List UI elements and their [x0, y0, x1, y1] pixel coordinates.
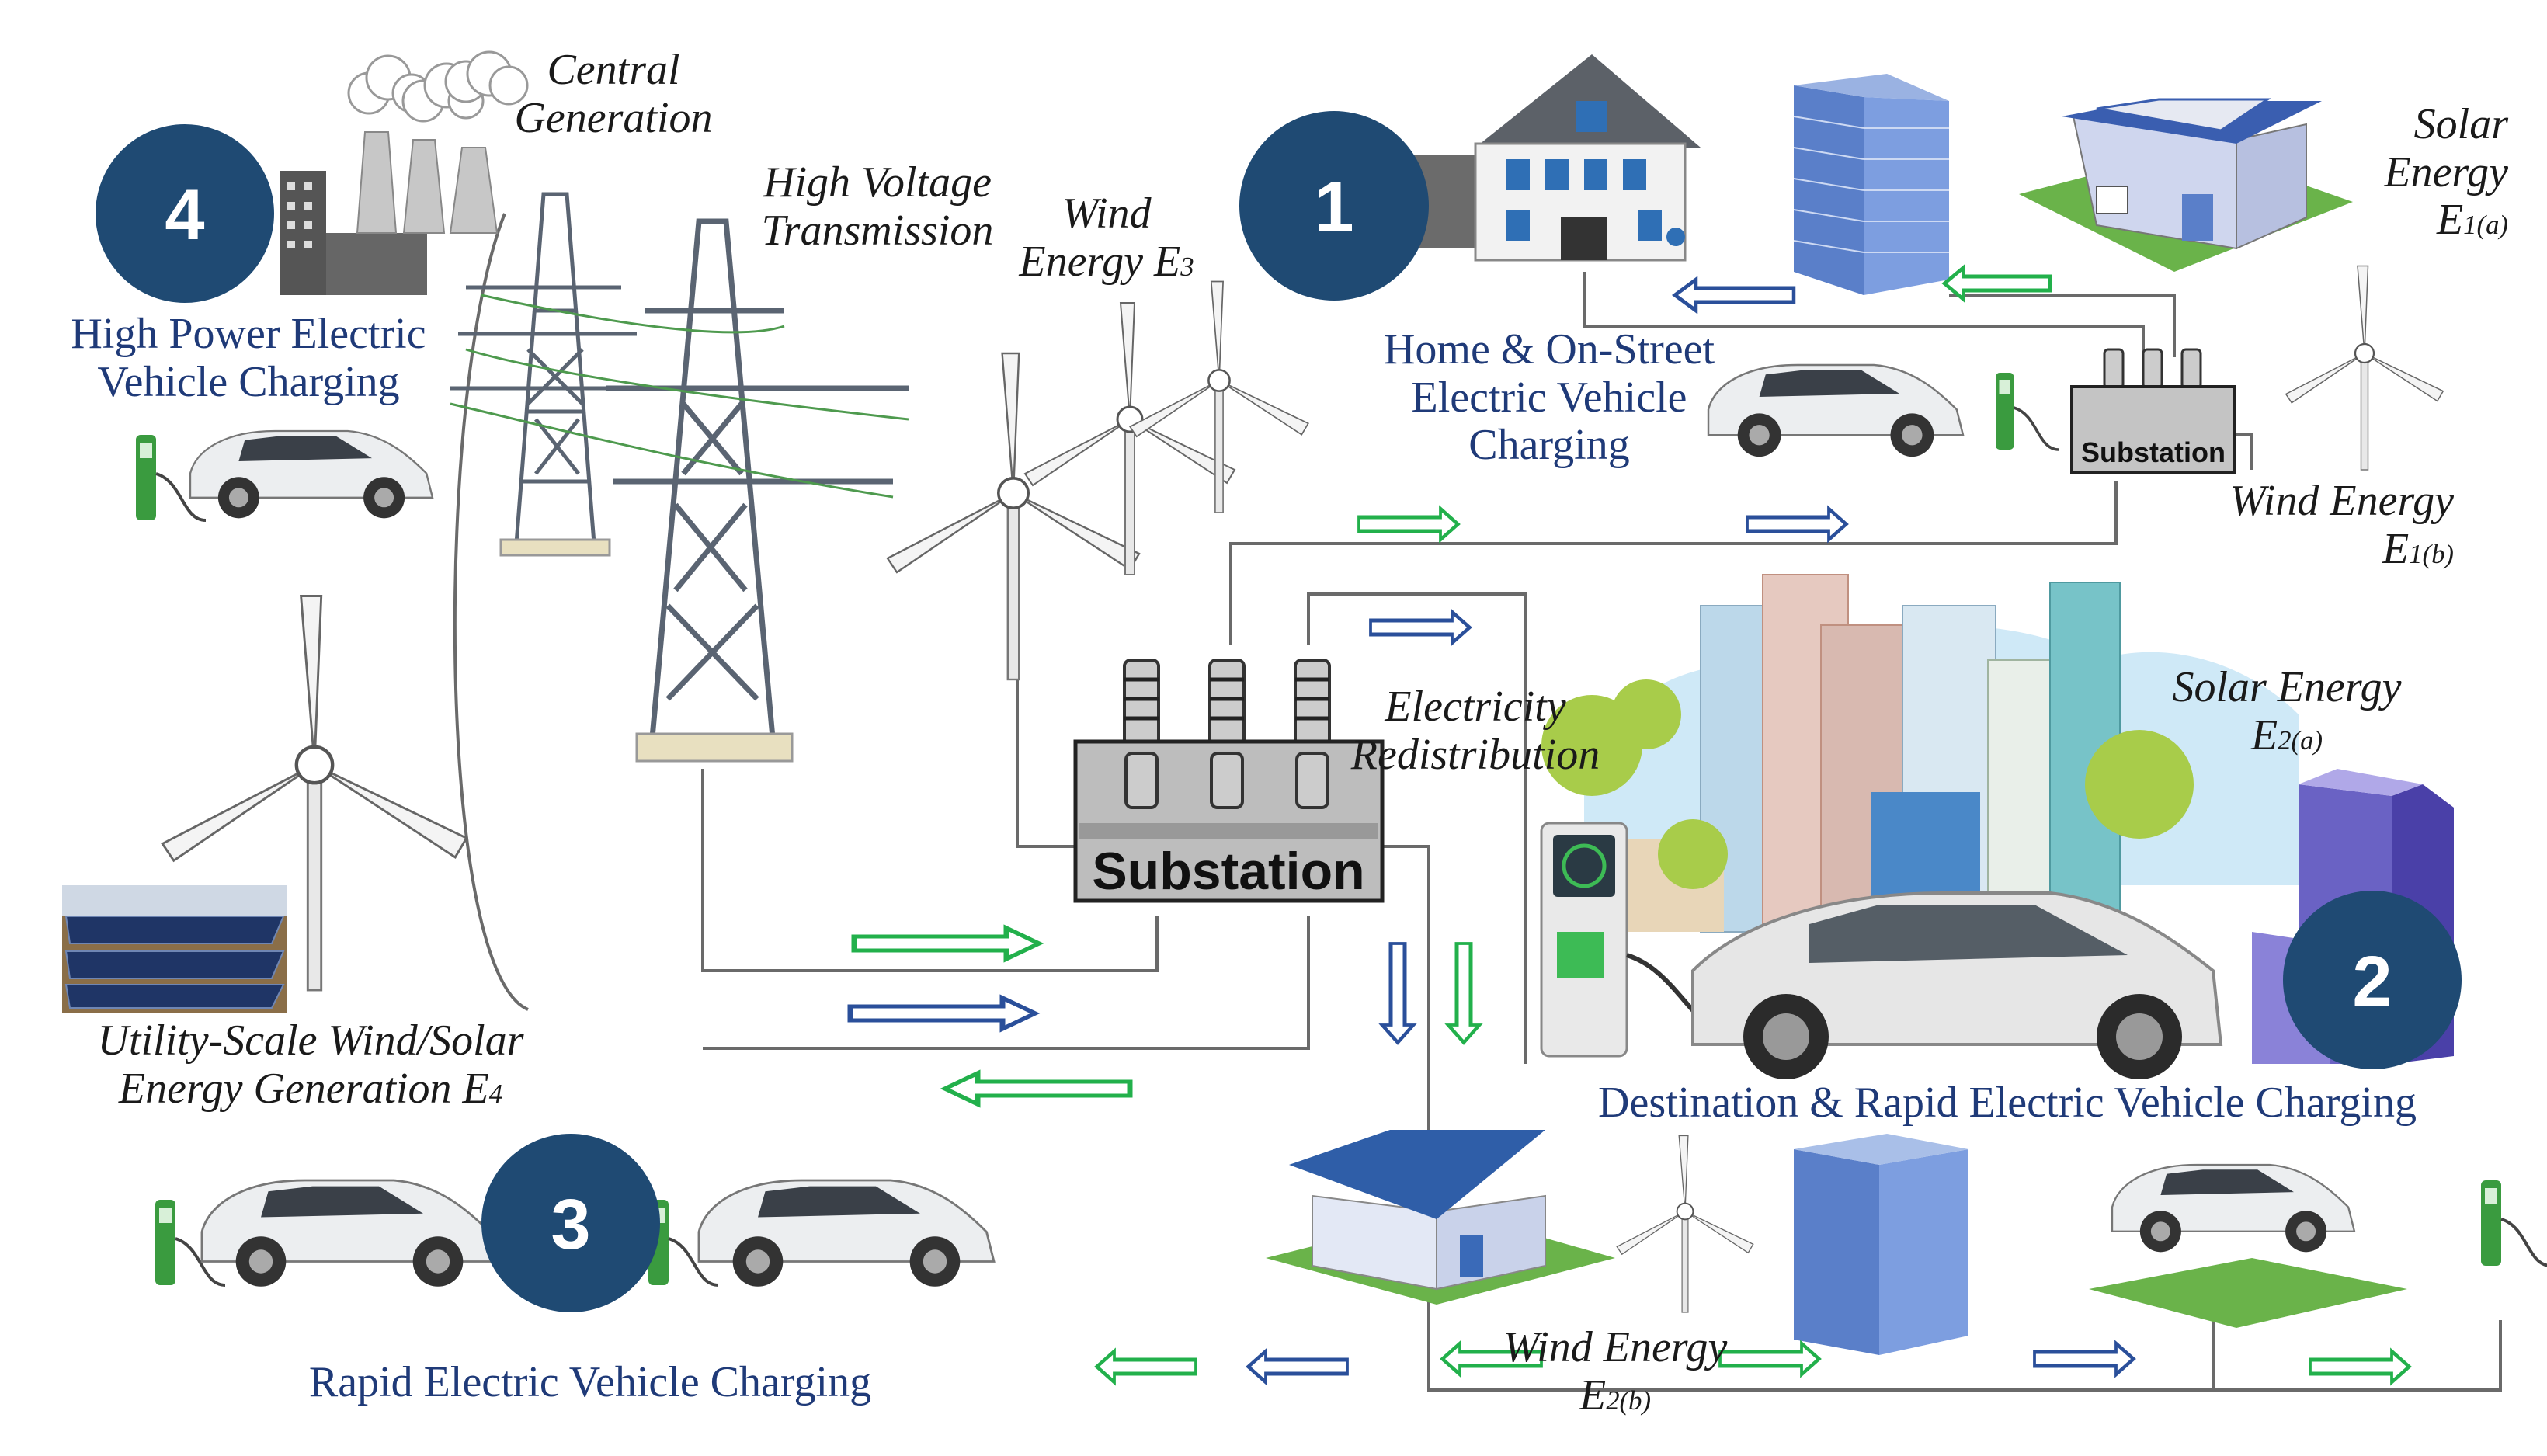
- flow-arrow-green: [2310, 1351, 2410, 1382]
- rapid-label: Rapid Electric Vehicle Charging: [308, 1358, 872, 1406]
- wind-e1b-label: Wind Energy E1(b): [2229, 477, 2454, 573]
- flow-arrow-green: [1448, 943, 1479, 1043]
- high-voltage-label: High Voltage Transmission: [761, 158, 994, 255]
- wind-e3-label: Wind Energy E3: [1019, 189, 1194, 286]
- flow-arrow-blue: [1675, 280, 1794, 311]
- badge-4-number: 4: [165, 175, 204, 255]
- solar-e1a-label: Solar Energy E1(a): [2384, 100, 2508, 245]
- electric-car-icon: [2089, 1163, 2407, 1328]
- substation-small-label: Substation: [2081, 436, 2226, 468]
- flow-arrow-green: [1097, 1351, 1197, 1382]
- wind-turbine-icon: [1616, 1135, 1754, 1313]
- flow-arrow-blue: [2034, 1343, 2134, 1374]
- electric-car-icon: [200, 1179, 499, 1288]
- wind-turbine-icon: [886, 280, 1310, 681]
- flow-arrow-blue: [1371, 612, 1470, 643]
- electricity-redistribution-label: Electricity Redistribution: [1350, 683, 1600, 779]
- high-power-label: High Power Electric Vehicle Charging: [71, 310, 426, 406]
- destination-rapid-label: Destination & Rapid Electric Vehicle Cha…: [1598, 1079, 2417, 1127]
- city-skyline-icon: [1541, 574, 2299, 933]
- flow-arrow-blue: [850, 998, 1035, 1029]
- power-lines: [450, 294, 909, 499]
- badge-1: 1: [1239, 111, 1429, 301]
- wind-turbine-icon: [2285, 265, 2444, 471]
- central-generation-label: Central Generation: [514, 46, 713, 142]
- flow-arrow-green: [854, 928, 1039, 959]
- power-plant-icon: [280, 50, 529, 295]
- badge-3: 3: [481, 1134, 660, 1312]
- charging-station-icon: [2479, 1179, 2547, 1267]
- transmission-tower-icon: [450, 192, 645, 557]
- solar-panel-field-icon: [62, 885, 287, 1013]
- electric-car-icon: [1691, 891, 2223, 1079]
- connection-lines: [453, 213, 2502, 1392]
- badge-1-number: 1: [1314, 168, 1353, 247]
- charging-station-icon: [1994, 371, 2060, 451]
- electric-car-icon: [697, 1179, 996, 1288]
- wind-e2b-label: Wind Energy E2(b): [1503, 1323, 1728, 1420]
- electric-car-icon: [189, 429, 434, 520]
- solar-e2a-label: Solar Energy E2(a): [2172, 663, 2402, 759]
- solar-house-icon: [2019, 98, 2353, 272]
- flow-arrow-blue: [1747, 509, 1847, 540]
- utility-scale-label: Utility-Scale Wind/Solar Energy Generati…: [97, 1016, 524, 1113]
- flow-arrow-green: [945, 1073, 1130, 1104]
- house-icon: [1266, 1130, 1615, 1305]
- home-onstreet-label: Home & On-Street Electric Vehicle Chargi…: [1383, 325, 1715, 470]
- flow-arrow-green: [1359, 509, 1458, 540]
- office-building-icon: [1793, 74, 1949, 295]
- house-icon: [1413, 54, 1701, 262]
- badge-2-number: 2: [2352, 942, 2392, 1021]
- flow-arrow-blue: [1382, 943, 1413, 1043]
- substation-main-label: Substation: [1092, 842, 1364, 901]
- charging-station-icon: [1540, 822, 1732, 1058]
- flow-arrow-blue: [1249, 1351, 1348, 1382]
- substation-icon: [2070, 348, 2236, 474]
- badge-4: 4: [96, 124, 274, 303]
- transmission-tower-icon: [606, 218, 909, 763]
- substation-icon: [1073, 659, 1385, 903]
- badge-2: 2: [2283, 891, 2462, 1069]
- office-building-icon: [1794, 1134, 1968, 1355]
- badge-3-number: 3: [551, 1185, 590, 1264]
